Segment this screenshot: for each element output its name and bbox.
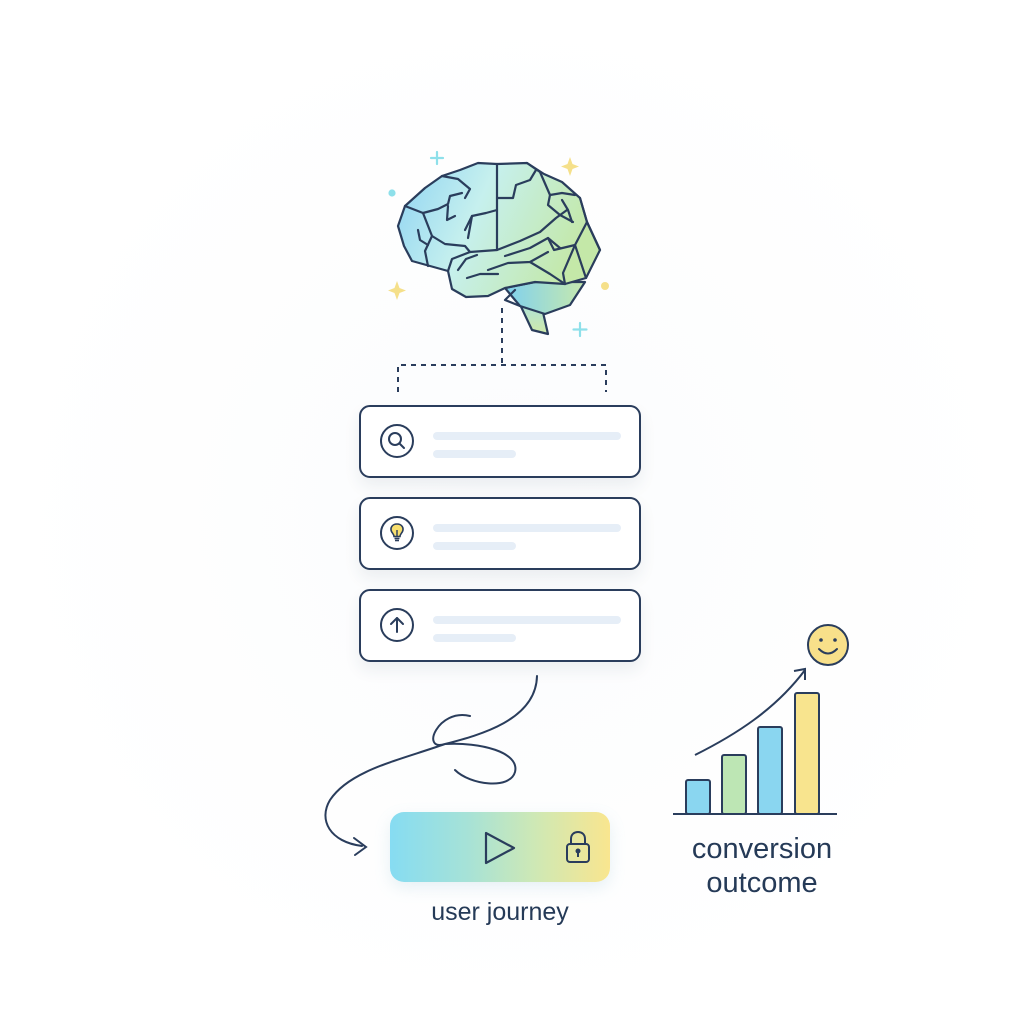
play-icon[interactable] bbox=[482, 830, 518, 866]
sparkle-star-icon bbox=[561, 157, 579, 176]
feature-card-upgrade[interactable] bbox=[359, 589, 641, 662]
chart-bar-4 bbox=[794, 692, 820, 815]
dot-icon bbox=[388, 189, 396, 197]
brain-icon bbox=[396, 161, 602, 336]
dot-icon bbox=[601, 282, 609, 290]
conversion-chart bbox=[673, 667, 837, 815]
placeholder-line bbox=[433, 542, 516, 550]
user-journey-label: user journey bbox=[431, 898, 569, 926]
chart-bar-3 bbox=[757, 726, 783, 815]
sparkle-plus-icon bbox=[572, 321, 588, 338]
placeholder-line bbox=[433, 616, 621, 624]
arrow-up-icon bbox=[380, 608, 414, 642]
chart-bar-2 bbox=[721, 754, 747, 815]
placeholder-line bbox=[433, 432, 621, 440]
placeholder-line bbox=[433, 634, 516, 642]
conversion-label-line2: outcome bbox=[706, 867, 818, 899]
smiley-icon bbox=[807, 624, 849, 666]
conversion-label-line1: conversion bbox=[691, 833, 833, 865]
placeholder-line bbox=[433, 450, 516, 458]
user-journey-bar[interactable] bbox=[390, 812, 610, 882]
conversion-outcome-label: conversion outcome bbox=[652, 832, 872, 900]
placeholder-line bbox=[433, 524, 621, 532]
lock-icon[interactable] bbox=[564, 829, 592, 865]
journey-path bbox=[324, 675, 538, 856]
trend-arrow bbox=[694, 669, 806, 756]
search-icon bbox=[380, 424, 414, 458]
lightbulb-icon bbox=[380, 516, 414, 550]
sparkle-plus-icon bbox=[429, 150, 445, 166]
feature-card-idea[interactable] bbox=[359, 497, 641, 570]
chart-bar-1 bbox=[685, 779, 711, 815]
feature-card-search[interactable] bbox=[359, 405, 641, 478]
dashed-connector bbox=[397, 308, 607, 392]
sparkle-star-icon bbox=[388, 281, 406, 300]
